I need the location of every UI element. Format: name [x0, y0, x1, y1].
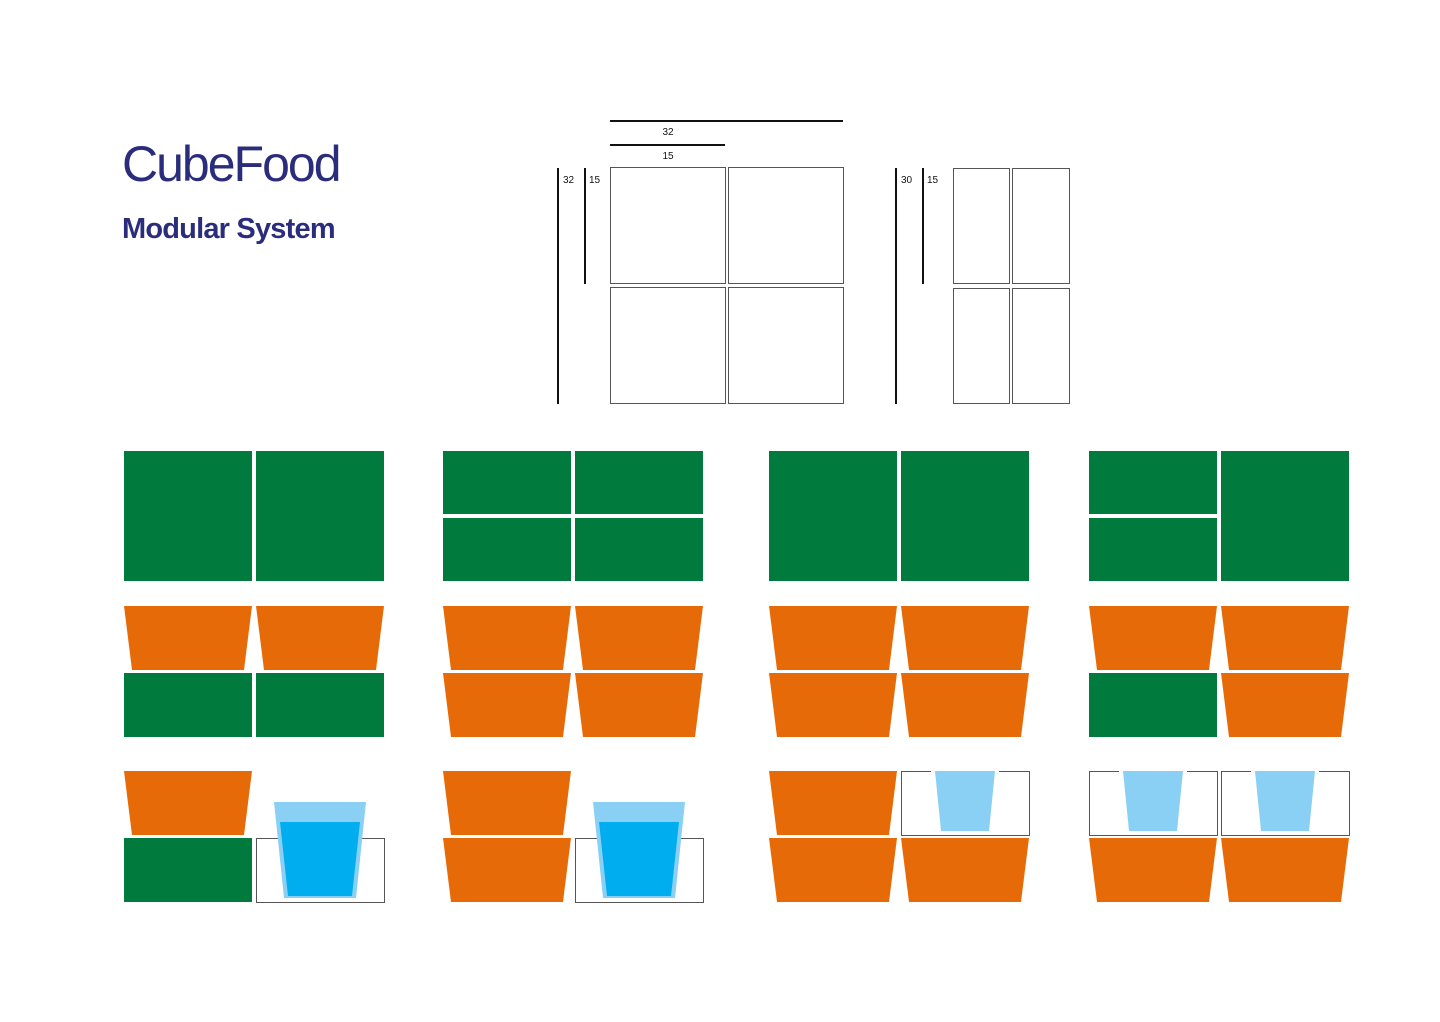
orange-container — [769, 838, 897, 902]
orange-container — [901, 673, 1029, 737]
orange-container — [769, 673, 897, 737]
narrow-side-long-dimension-label: 30 — [901, 175, 913, 186]
small-water-cup — [1255, 771, 1315, 831]
grid-cell — [610, 287, 726, 404]
orange-container — [901, 838, 1029, 902]
narrow-grid-cell — [953, 288, 1010, 404]
orange-container — [575, 606, 703, 670]
orange-container — [256, 606, 384, 670]
small-water-cup — [1123, 771, 1183, 831]
orange-container — [1089, 838, 1217, 902]
green-half-lid — [1089, 518, 1217, 581]
top-long-dimension-label: 32 — [662, 127, 674, 138]
grid-cell — [728, 287, 844, 404]
brand-title: CubeFood — [122, 136, 341, 192]
green-container — [256, 673, 384, 737]
green-half-lid — [575, 451, 703, 514]
small-water-cup — [935, 771, 995, 831]
green-lid — [901, 451, 1029, 581]
orange-container — [1089, 606, 1217, 670]
configuration-3 — [769, 451, 1030, 902]
side-short-dimension-label: 15 — [589, 175, 601, 186]
green-half-lid — [575, 518, 703, 581]
orange-container — [443, 673, 571, 737]
green-container — [124, 838, 252, 902]
narrow-grid-cell — [1012, 288, 1070, 404]
configuration-1 — [124, 451, 385, 903]
narrow-side-short-dimension-label: 15 — [927, 175, 939, 186]
green-lid — [1221, 451, 1349, 581]
narrow-grid-dimension-drawing: 30 15 — [895, 168, 1070, 404]
green-half-lid — [1089, 451, 1217, 514]
configuration-examples — [124, 451, 1350, 903]
green-container — [1089, 673, 1217, 737]
orange-container — [443, 771, 571, 835]
orange-container — [769, 606, 897, 670]
orange-container — [124, 771, 252, 835]
top-short-dimension-label: 15 — [662, 151, 674, 162]
configuration-2 — [443, 451, 704, 903]
orange-container — [575, 673, 703, 737]
orange-container — [1221, 838, 1349, 902]
water-fill — [599, 822, 679, 896]
orange-container — [443, 838, 571, 902]
orange-container — [124, 606, 252, 670]
green-lid — [256, 451, 384, 581]
square-grid-dimension-drawing: 32 15 32 15 — [557, 120, 844, 404]
narrow-grid-cell — [1012, 168, 1070, 284]
green-container — [124, 673, 252, 737]
orange-container — [901, 606, 1029, 670]
orange-container — [1221, 673, 1349, 737]
orange-container — [1221, 606, 1349, 670]
grid-cell — [728, 167, 844, 284]
brand-subtitle: Modular System — [122, 213, 336, 245]
green-lid — [769, 451, 897, 581]
water-fill — [280, 822, 360, 896]
orange-container — [769, 771, 897, 835]
green-half-lid — [443, 518, 571, 581]
configuration-4 — [1089, 451, 1350, 902]
green-lid — [124, 451, 252, 581]
green-half-lid — [443, 451, 571, 514]
side-long-dimension-label: 32 — [563, 175, 575, 186]
narrow-grid-cell — [953, 168, 1010, 284]
grid-cell — [610, 167, 726, 284]
orange-container — [443, 606, 571, 670]
